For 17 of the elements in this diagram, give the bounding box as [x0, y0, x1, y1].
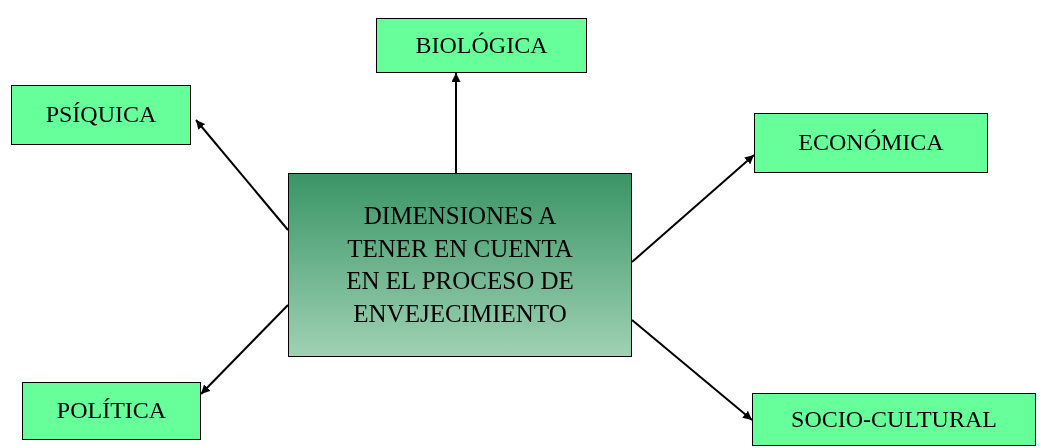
node-label: SOCIO-CULTURAL	[791, 404, 997, 434]
dimension-box	[752, 393, 1036, 446]
dimension-box	[754, 113, 988, 173]
arrow	[200, 304, 289, 395]
node-label: DIMENSIONES A TENER EN CUENTA EN EL PROCESO DE ENVEJECIMIENTO	[345, 201, 575, 329]
dimension-box	[376, 18, 587, 73]
dimension-box	[11, 85, 191, 145]
central-concept-box	[288, 173, 632, 357]
node-label: PSÍQUICA	[45, 100, 157, 130]
arrow	[631, 319, 753, 421]
arrow	[195, 119, 289, 231]
node-label: ECONÓMICA	[798, 128, 944, 158]
arrow	[631, 154, 755, 263]
node-label: BIOLÓGICA	[415, 30, 548, 60]
node-label: POLÍTICA	[56, 396, 167, 426]
arrow	[451, 72, 461, 174]
dimension-box	[22, 382, 201, 440]
